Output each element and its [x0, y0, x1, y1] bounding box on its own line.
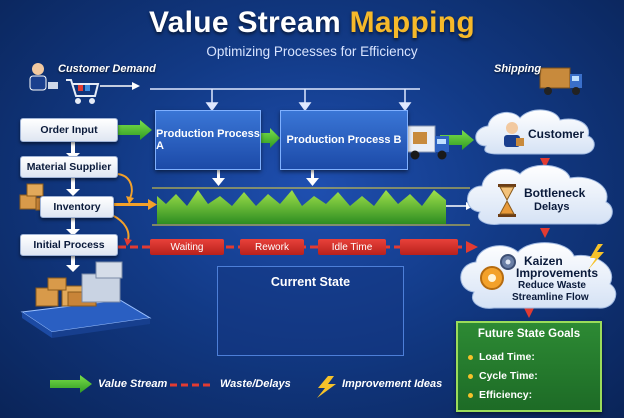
production-process-b: Production Process B: [280, 110, 408, 170]
top-distribution-line: [150, 88, 420, 112]
future-goal-load-time: Load Time:: [468, 351, 535, 363]
kaizen-label: Kaizen: [524, 254, 563, 268]
shipping-label: Shipping: [494, 63, 542, 75]
delays-label: Delays: [534, 201, 570, 213]
legend-waste: Waste/Delays: [220, 378, 291, 390]
subtitle: Optimizing Processes for Efficiency: [206, 44, 418, 59]
bottleneck-label: Bottleneck: [524, 186, 586, 200]
waste-idle-time: Idle Time: [318, 239, 386, 255]
cart-icon: [66, 79, 100, 104]
material-supplier-box: Material Supplier: [20, 156, 118, 178]
delivery-truck-icon: [406, 125, 449, 160]
legend-lightning-icon: [317, 376, 336, 398]
legend-improvement: Improvement Ideas: [342, 378, 443, 390]
hourglass-icon: [498, 184, 516, 217]
right-flow-arrows: [524, 158, 550, 318]
future-goal-cycle-time: Cycle Time:: [468, 370, 538, 382]
kaizen-cloud: [460, 242, 617, 309]
production-process-a: Production Process A: [155, 110, 261, 170]
inventory-link: [110, 199, 157, 210]
waste-waiting: Waiting: [150, 239, 224, 255]
current-state-panel: Current State: [217, 266, 404, 356]
process-down-arrows: [212, 170, 319, 186]
inventory-box: Inventory: [40, 196, 114, 218]
person-icon: [29, 63, 58, 91]
waste-rework: Rework: [240, 239, 304, 255]
feedback-curves: [111, 173, 133, 241]
improvements-label: Improvements: [516, 266, 599, 280]
current-state-title: Current State: [270, 275, 351, 289]
order-input-box: Order Input: [20, 118, 118, 142]
customer-demand-label: Customer Demand: [58, 63, 156, 75]
lightning-icon: [588, 244, 604, 270]
shipping-truck-icon: [539, 67, 582, 95]
waste-unlabeled: [400, 239, 458, 255]
title-part2: Mapping: [349, 6, 476, 39]
demand-arrow: [100, 82, 140, 90]
future-state-panel: Future State Goals Load Time: Cycle Time…: [456, 321, 602, 412]
future-state-title: Future State Goals: [477, 328, 581, 340]
customer-person-icon: [504, 122, 524, 147]
gear-icon: [480, 254, 516, 290]
reduce-waste-label: Reduce Waste: [518, 280, 586, 291]
customer-cloud-label: Customer: [528, 127, 585, 141]
initial-process-box: Initial Process: [20, 234, 118, 256]
title-part1: Value Stream: [148, 6, 341, 39]
zigzag-chart: [152, 187, 474, 226]
page-title: Value Stream Mapping: [0, 6, 624, 40]
future-goal-efficiency: Efficiency:: [468, 389, 532, 401]
legend-value-stream-arrow: [50, 375, 92, 393]
warehouse-platform: [20, 261, 152, 338]
legend-value-stream: Value Stream: [98, 378, 168, 390]
value-stream-arrows: [117, 120, 474, 150]
streamline-label: Streamline Flow: [512, 292, 589, 303]
